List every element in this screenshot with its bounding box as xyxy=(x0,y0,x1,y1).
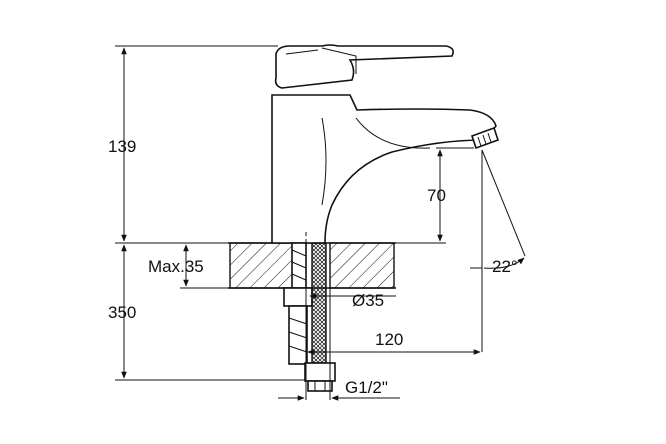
dimension-lines xyxy=(121,47,525,401)
max-thickness-label: Max.35 xyxy=(148,257,204,276)
aerator xyxy=(470,126,500,150)
faucet-lever xyxy=(274,44,454,89)
spout-angle-label: 22° xyxy=(492,257,518,276)
extension-lines xyxy=(115,45,526,400)
faucet-body xyxy=(271,94,497,244)
hose-length-350-label: 350 xyxy=(108,303,136,322)
braided-hose xyxy=(304,242,336,392)
height-139-label: 139 xyxy=(108,137,136,156)
hole-diameter-label: Ø35 xyxy=(352,291,384,310)
connection-thread-label: G1/2" xyxy=(345,378,388,397)
spout-height-70-label: 70 xyxy=(427,186,446,205)
mounting-stud xyxy=(283,242,313,365)
reach-120-label: 120 xyxy=(375,330,403,349)
